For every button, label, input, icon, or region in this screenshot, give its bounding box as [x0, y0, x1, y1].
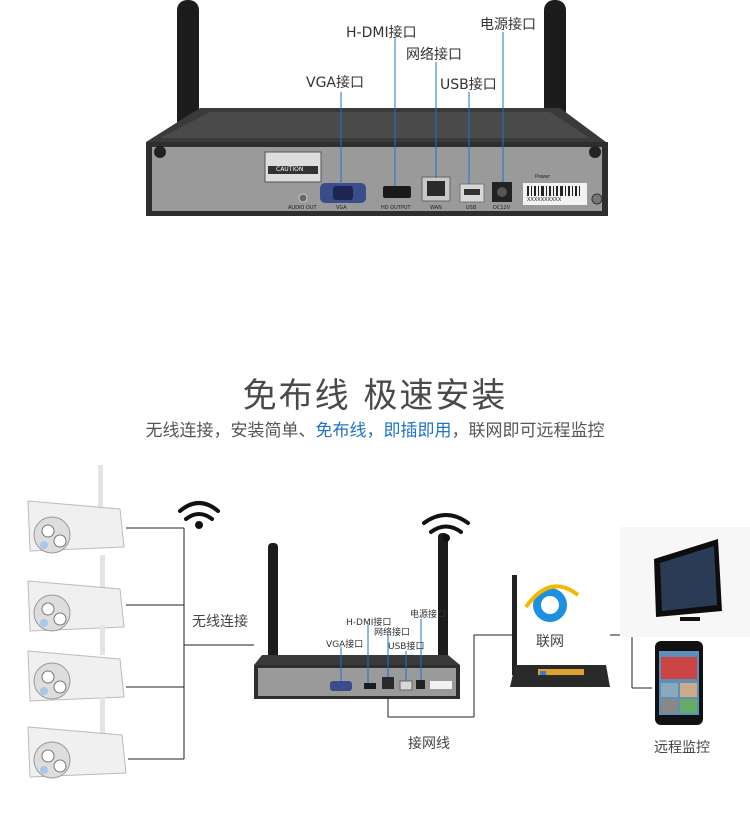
small-label-network: 网络接口 — [374, 628, 411, 638]
camera-3 — [27, 625, 125, 702]
install-diagram-graphics — [27, 465, 750, 779]
headline-subtitle: 无线连接，安装简单、免布线，即插即用，联网即可远程监控 — [0, 416, 750, 441]
vga-port-label: VGA — [336, 205, 347, 211]
audio-out-label: AUDIO OUT — [288, 205, 317, 211]
nvr-center — [254, 533, 460, 699]
nvr-rear-view: CAUTION AUDIO OUT VGA HD OUTPUT WAN USB … — [0, 0, 750, 260]
hd-output-label: HD OUTPUT — [381, 205, 411, 211]
serial-label: XXXXXXXXXX — [527, 197, 562, 203]
small-label-usb: USB接口 — [388, 642, 425, 652]
wifi-icon-center — [422, 513, 470, 542]
network-cable-label: 接网线 — [408, 736, 450, 752]
tv-monitor — [620, 527, 750, 637]
router — [510, 575, 610, 687]
power-label: Power — [535, 174, 551, 180]
internet-label: 联网 — [536, 634, 564, 650]
dc12v-label: DC12V — [493, 205, 511, 211]
wireless-connect-label: 无线连接 — [192, 614, 248, 630]
headline-title: 免布线 极速安装 — [242, 376, 508, 416]
wifi-icon-left — [178, 501, 220, 529]
label-hdmi: H-DMI接口 — [346, 25, 417, 41]
small-label-power: 电源接口 — [410, 610, 447, 620]
camera-1 — [27, 465, 125, 554]
small-label-vga: VGA接口 — [326, 640, 364, 650]
small-label-hdmi: H-DMI接口 — [346, 618, 392, 628]
label-network: 网络接口 — [406, 47, 462, 63]
headline: 免布线 极速安装 — [0, 368, 750, 417]
label-vga: VGA接口 — [306, 75, 365, 91]
caution-text: CAUTION — [276, 166, 304, 173]
usb-port-label: USB — [466, 205, 477, 211]
label-usb: USB接口 — [440, 77, 497, 93]
subtitle-highlight: 免布线，即插即用 — [315, 421, 452, 441]
subtitle-part1: 无线连接，安装简单、 — [145, 421, 316, 441]
nvr-rear-illustration — [146, 0, 608, 216]
camera-2 — [27, 555, 125, 632]
camera-4 — [27, 697, 127, 779]
label-power: 电源接口 — [480, 17, 536, 33]
wan-label: WAN — [430, 205, 442, 211]
subtitle-part2: ，联网即可远程监控 — [451, 421, 605, 441]
ie-icon — [524, 584, 580, 622]
remote-monitor-label: 远程监控 — [654, 740, 710, 756]
smartphone — [655, 641, 703, 725]
install-diagram: 无线连接 H-DMI接口 电源接口 网络接口 VGA接口 USB接口 接网线 联… — [0, 455, 750, 820]
